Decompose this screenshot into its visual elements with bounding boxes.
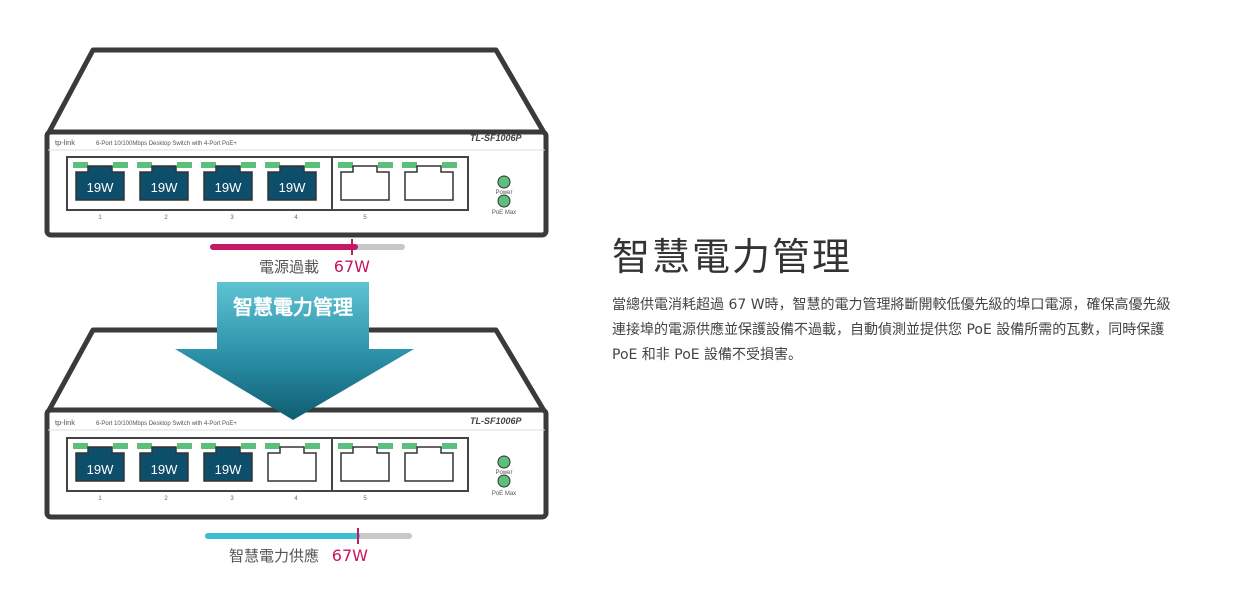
poe-diagram: tp-link 6-Port 10/100Mbps Desktop Switch… (44, 47, 549, 544)
port-2: 19W (137, 443, 192, 482)
down-arrow: 智慧電力管理 (175, 282, 414, 420)
top-ports: 19W 19W 19W 19W (73, 162, 457, 201)
model-name: TL-SF1006P (470, 133, 523, 143)
port-1: 19W (73, 162, 128, 201)
port-number: 3 (230, 496, 234, 502)
supply-watt: 67W (331, 546, 368, 565)
port-4 (265, 443, 320, 482)
port-watt: 19W (215, 180, 242, 195)
port-6 (402, 162, 457, 201)
switch-description: 6-Port 10/100Mbps Desktop Switch with 4-… (96, 421, 237, 427)
port-1: 19W (73, 443, 128, 482)
port-number: 2 (164, 496, 168, 502)
port-watt: 19W (151, 462, 178, 477)
port-number: 1 (98, 215, 102, 221)
supply-text: 智慧電力供應 (229, 547, 320, 565)
port-watt: 19W (151, 180, 178, 195)
port-number: 3 (230, 215, 234, 221)
brand-logo: tp-link (55, 138, 75, 147)
port-number: 5 (363, 215, 367, 221)
overload-watt: 67W (333, 257, 370, 276)
section-description: 當總供電消耗超過 67 W時，智慧的電力管理將斷開較低優先級的埠口電源，確保高優… (612, 297, 1171, 363)
switch-description: 6-Port 10/100Mbps Desktop Switch with 4-… (96, 141, 237, 147)
section-title: 智慧電力管理 (612, 235, 853, 279)
port-number: 2 (164, 215, 168, 221)
bottom-ports: 19W 19W 19W (73, 443, 457, 482)
port-6 (402, 443, 457, 482)
port-watt: 19W (215, 462, 242, 477)
model-name: TL-SF1006P (470, 416, 523, 426)
overload-bar (210, 239, 405, 255)
power-led (497, 455, 511, 469)
supply-bar (205, 528, 412, 544)
port-watt: 19W (87, 180, 114, 195)
port-number: 1 (98, 496, 102, 502)
port-3: 19W (201, 162, 256, 201)
arrow-label: 智慧電力管理 (233, 295, 353, 319)
supply-label: 智慧電力供應 67W (229, 545, 368, 566)
poe-max-led (497, 194, 511, 208)
port-5 (338, 162, 393, 201)
port-watt: 19W (279, 180, 306, 195)
top-switch: tp-link 6-Port 10/100Mbps Desktop Switch… (44, 47, 549, 238)
port-number: 4 (294, 496, 298, 502)
poe-max-label: PoE Max (492, 210, 516, 216)
power-label: Power (495, 190, 512, 196)
poe-max-led (497, 474, 511, 488)
port-5 (338, 443, 393, 482)
power-led (497, 175, 511, 189)
port-number: 5 (363, 496, 367, 502)
port-number: 4 (294, 215, 298, 221)
brand-logo: tp-link (55, 418, 75, 427)
port-3: 19W (201, 443, 256, 482)
port-watt: 19W (87, 462, 114, 477)
overload-text: 電源過載 (259, 258, 320, 276)
port-4: 19W (265, 162, 320, 201)
overload-label: 電源過載 67W (259, 256, 370, 277)
poe-max-label: PoE Max (492, 491, 516, 497)
port-2: 19W (137, 162, 192, 201)
power-label: Power (495, 470, 512, 476)
